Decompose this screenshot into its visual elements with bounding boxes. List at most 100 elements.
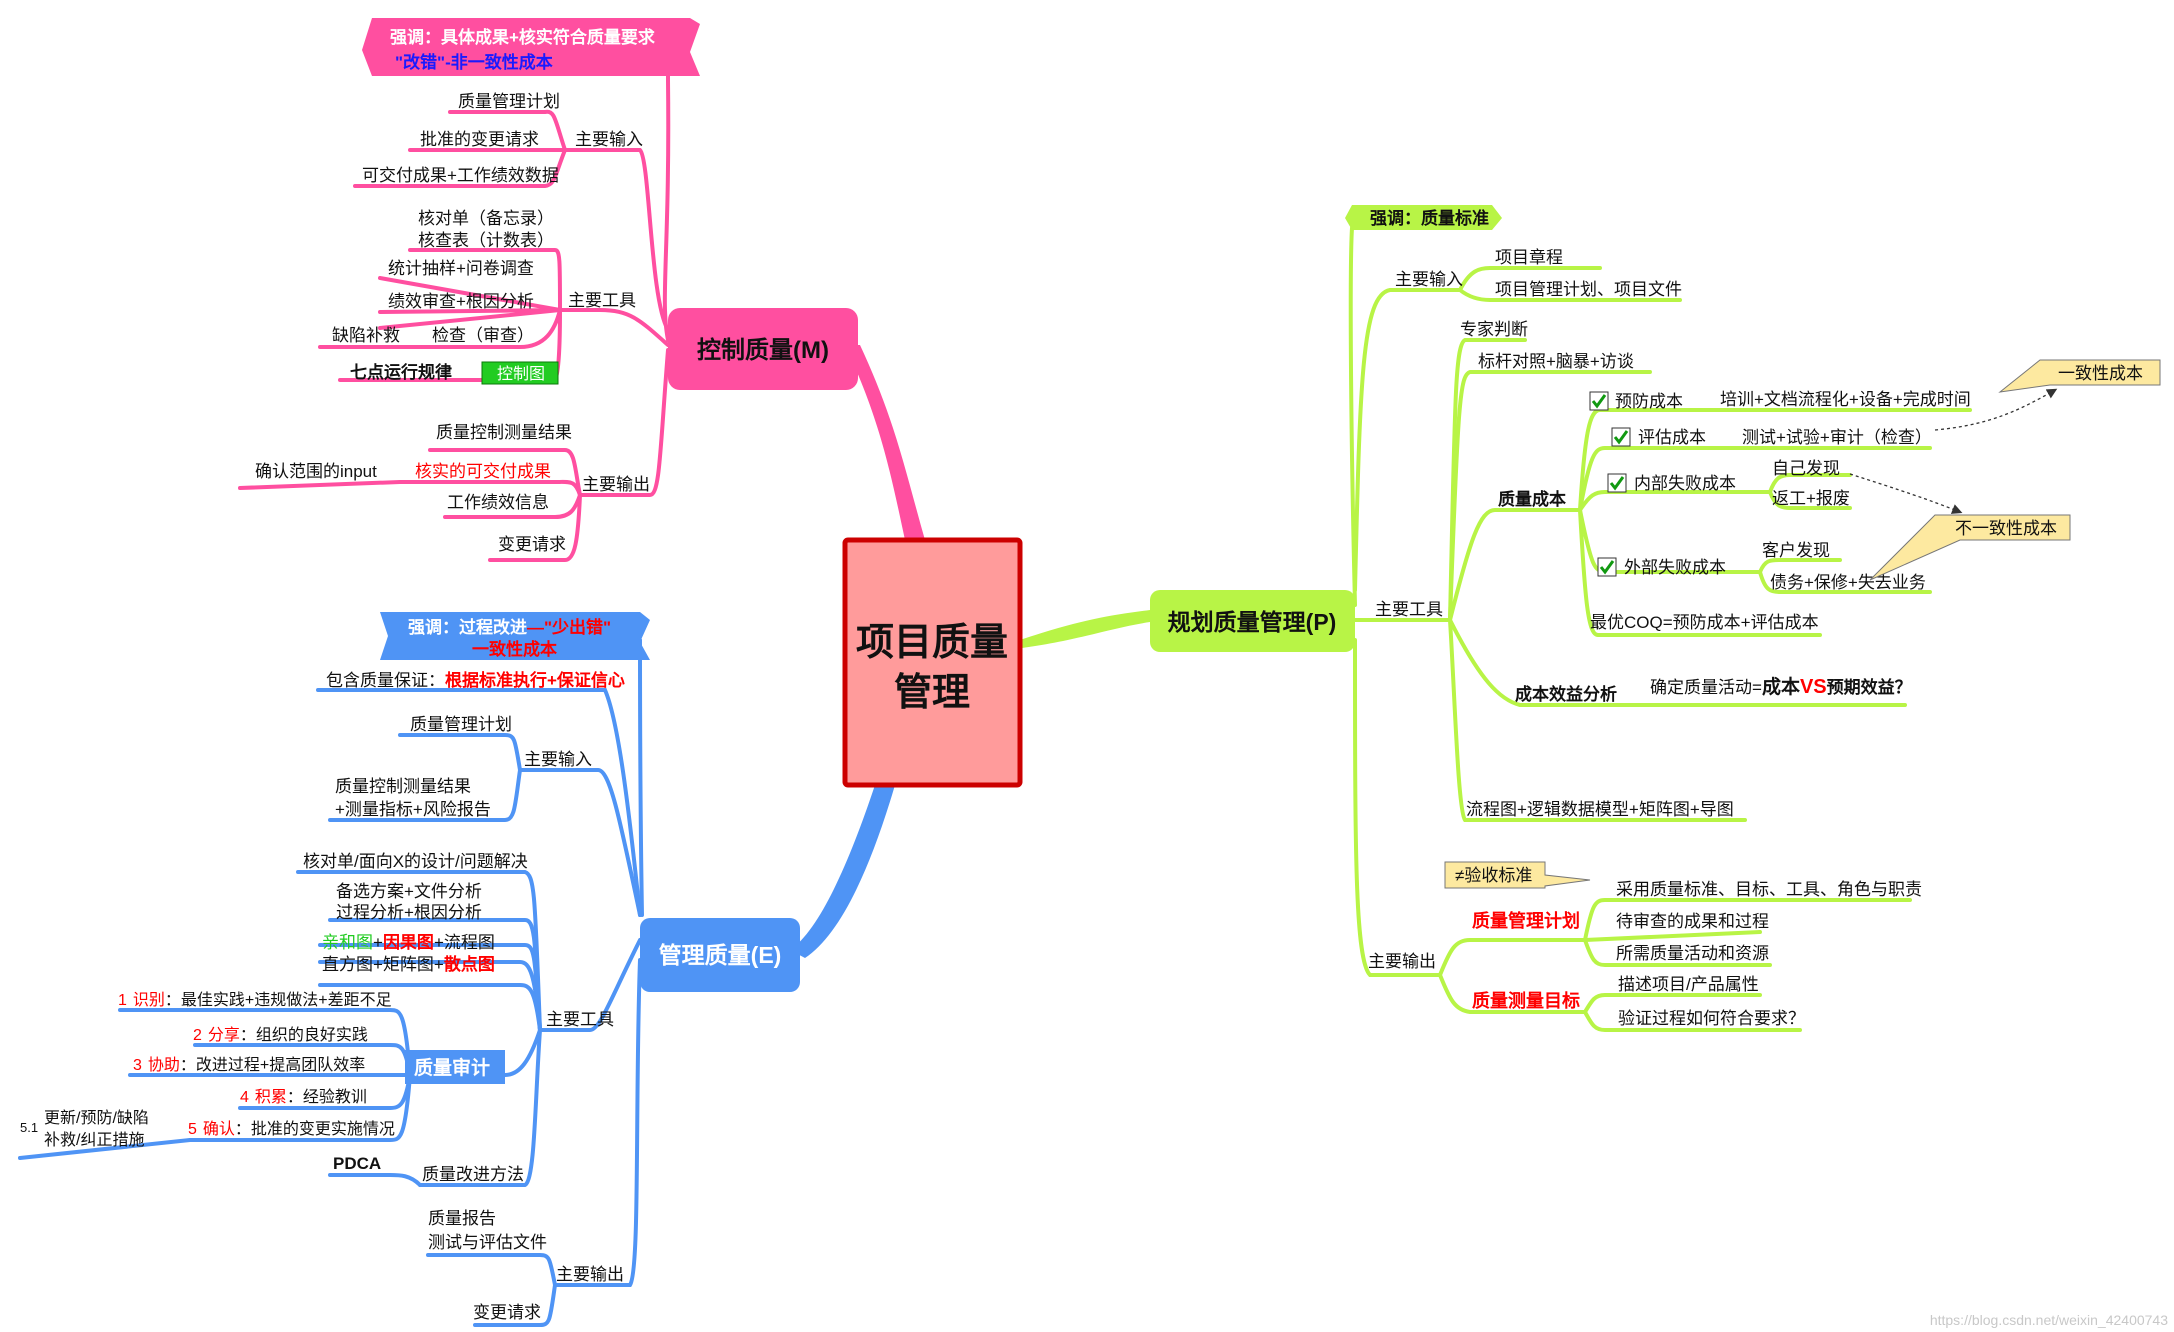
- plan-input-item: 项目管理计划、项目文件: [1495, 280, 1682, 299]
- manage-tool-scatter: 散点图: [444, 954, 495, 974]
- audit-sub-line2: 补救/纠正措施: [44, 1131, 144, 1149]
- audit-row-num: 3: [133, 1057, 142, 1074]
- acceptance-callout-text: ≠验收标准: [1455, 866, 1532, 885]
- audit-row: 2 分享：组织的良好实践: [193, 1026, 368, 1044]
- plan-tool-bench: 标杆对照+脑暴+访谈: [1478, 352, 1634, 371]
- checkbox-icon: [1589, 391, 1609, 411]
- control-output-item: 工作绩效信息: [447, 493, 549, 512]
- control-output-item: 质量控制测量结果: [436, 423, 572, 442]
- manage-emphasis-banner: [380, 612, 650, 660]
- cost-prevention: 预防成本: [1615, 392, 1683, 411]
- manage-assurance-prefix: 包含质量保证：: [326, 671, 445, 690]
- audit-row-text: ：改进过程+提高团队效率: [180, 1056, 365, 1074]
- center-title-line1: 项目质量: [856, 622, 1008, 664]
- audit-row-key: 积累: [255, 1088, 287, 1106]
- cost-optimal: 最优COQ=预防成本+评估成本: [1590, 613, 1819, 632]
- audit-sub-line1: 更新/预防/缺陷: [44, 1109, 149, 1127]
- manage-input-item: 质量控制测量结果: [335, 777, 471, 796]
- control-tool-item: 统计抽样+问卷调查: [388, 259, 534, 278]
- plan-quality-node[interactable]: [1150, 590, 1355, 652]
- control-output-item: 核实的可交付成果: [415, 462, 551, 481]
- center-node[interactable]: [842, 537, 1023, 788]
- manage-quality-node[interactable]: [640, 918, 800, 992]
- manage-banner-quote: "少出错": [544, 617, 611, 637]
- connector-center-to-control: [845, 345, 925, 540]
- manage-tool-fishbone: 因果图: [383, 933, 434, 952]
- plan-tool-flow: 流程图+逻辑数据模型+矩阵图+导图: [1466, 800, 1734, 819]
- pdca-label: PDCA: [333, 1154, 381, 1173]
- manage-tool-item: 直方图+矩阵图+散点图: [322, 954, 495, 974]
- cost-external-b: 债务+保修+失去业务: [1770, 573, 1926, 592]
- audit-row-key: 协助: [148, 1056, 180, 1074]
- control-tool-seven-rule: 七点运行规律: [350, 362, 452, 382]
- audit-row-key: 识别: [133, 991, 165, 1009]
- plan-tool-expert: 专家判断: [1460, 320, 1528, 339]
- audit-row-num: 5: [188, 1121, 197, 1138]
- audit-row: 1 识别：最佳实践+违规做法+差距不足: [118, 991, 392, 1009]
- audit-row-num: 1: [118, 992, 127, 1009]
- manage-banner-dash: —: [527, 618, 544, 637]
- quality-cost-label: 质量成本: [1498, 489, 1566, 509]
- control-output-scope-note: 确认范围的input: [255, 462, 377, 481]
- control-input-item: 批准的变更请求: [420, 130, 539, 149]
- control-tool-item: 核查表（计数表）: [418, 231, 554, 250]
- manage-banner-line1-main: 强调：过程改进: [408, 617, 527, 637]
- manage-tool-hist: 直方图+矩阵图+: [322, 955, 444, 974]
- manage-quality-title: 管理质量(E): [659, 942, 782, 968]
- cba-detail-a: 确定质量活动=: [1650, 678, 1762, 697]
- cost-internal: 内部失败成本: [1634, 474, 1736, 493]
- control-outputs-label: 主要输出: [582, 475, 650, 494]
- control-tool-item: 检查（审查）: [432, 326, 534, 345]
- plan-branch: [1348, 226, 1972, 1032]
- audit-row: 3 协助：改进过程+提高团队效率: [133, 1056, 365, 1074]
- center-title-line2: 管理: [894, 672, 970, 714]
- plan-output-metric-item: 验证过程如何符合要求？: [1618, 1009, 1805, 1028]
- plan-output-plan-item: 待审查的成果和过程: [1616, 912, 1769, 931]
- control-quality-node[interactable]: [668, 308, 858, 390]
- control-chart-badge: [481, 361, 559, 385]
- audit-row-text: ：批准的变更实施情况: [235, 1120, 395, 1138]
- manage-outputs-label: 主要输出: [556, 1265, 624, 1284]
- manage-tool-item: 亲和图+因果图+流程图: [322, 933, 495, 952]
- manage-banner-line1: 强调：过程改进—"少出错": [408, 617, 611, 637]
- plan-output-plan-item: 采用质量标准、目标、工具、角色与职责: [1616, 880, 1922, 899]
- conformance-note: 一致性成本: [2058, 364, 2143, 383]
- manage-tool-plus: +: [373, 933, 383, 952]
- cba-detail-b: 成本: [1762, 675, 1800, 698]
- manage-assurance: 包含质量保证：根据标准执行+保证信心: [326, 670, 625, 690]
- nonconformance-note: 不一致性成本: [1955, 519, 2057, 538]
- control-input-item: 可交付成果+工作绩效数据: [362, 166, 559, 185]
- audit-row-key: 分享: [208, 1026, 240, 1044]
- audit-row-num: 2: [193, 1027, 202, 1044]
- control-tool-item: 绩效审查+根因分析: [388, 292, 534, 311]
- quality-audit-node[interactable]: [405, 1050, 505, 1084]
- manage-tools-label: 主要工具: [546, 1010, 614, 1029]
- plan-emphasis-banner: [1345, 205, 1502, 230]
- plan-output-plan-label: 质量管理计划: [1472, 910, 1580, 931]
- manage-output-item: 测试与评估文件: [428, 1233, 547, 1252]
- cost-internal-a: 自己发现: [1772, 459, 1840, 478]
- svg-text:1识别：最佳实践+违规做法+差距不足: 1 识别：最佳实践+违规做法+差距不足: [118, 991, 392, 1009]
- audit-row-text: ：最佳实践+违规做法+差距不足: [165, 991, 392, 1009]
- plan-outputs-label: 主要输出: [1368, 952, 1436, 971]
- watermark: https://blog.csdn.net/weixin_42400743: [1930, 1312, 2168, 1328]
- nonconformance-arrow: [1849, 473, 1963, 514]
- checkbox-icon: [1597, 557, 1617, 577]
- conformance-callout: [1998, 359, 2161, 393]
- manage-banner-line2: 一致性成本: [472, 639, 557, 659]
- manage-branch: [18, 638, 644, 1327]
- manage-tool-flow: +流程图: [434, 933, 495, 952]
- audit-row-text: ：组织的良好实践: [240, 1026, 368, 1044]
- manage-output-item: 质量报告: [428, 1209, 496, 1228]
- audit-sub-num: 5.1: [20, 1120, 38, 1135]
- plan-inputs-label: 主要输入: [1395, 270, 1463, 289]
- svg-text:3协助：改进过程+提高团队效率: 3 协助：改进过程+提高团队效率: [133, 1056, 365, 1074]
- cba-detail-c: 预期效益？: [1827, 677, 1912, 697]
- manage-tool-item: 备选方案+文件分析: [336, 882, 482, 901]
- svg-text:5确认：批准的变更实施情况: 5确认：批准的变更实施情况: [188, 1120, 395, 1138]
- control-inputs-label: 主要输入: [575, 130, 643, 149]
- cost-external: 外部失败成本: [1624, 558, 1726, 577]
